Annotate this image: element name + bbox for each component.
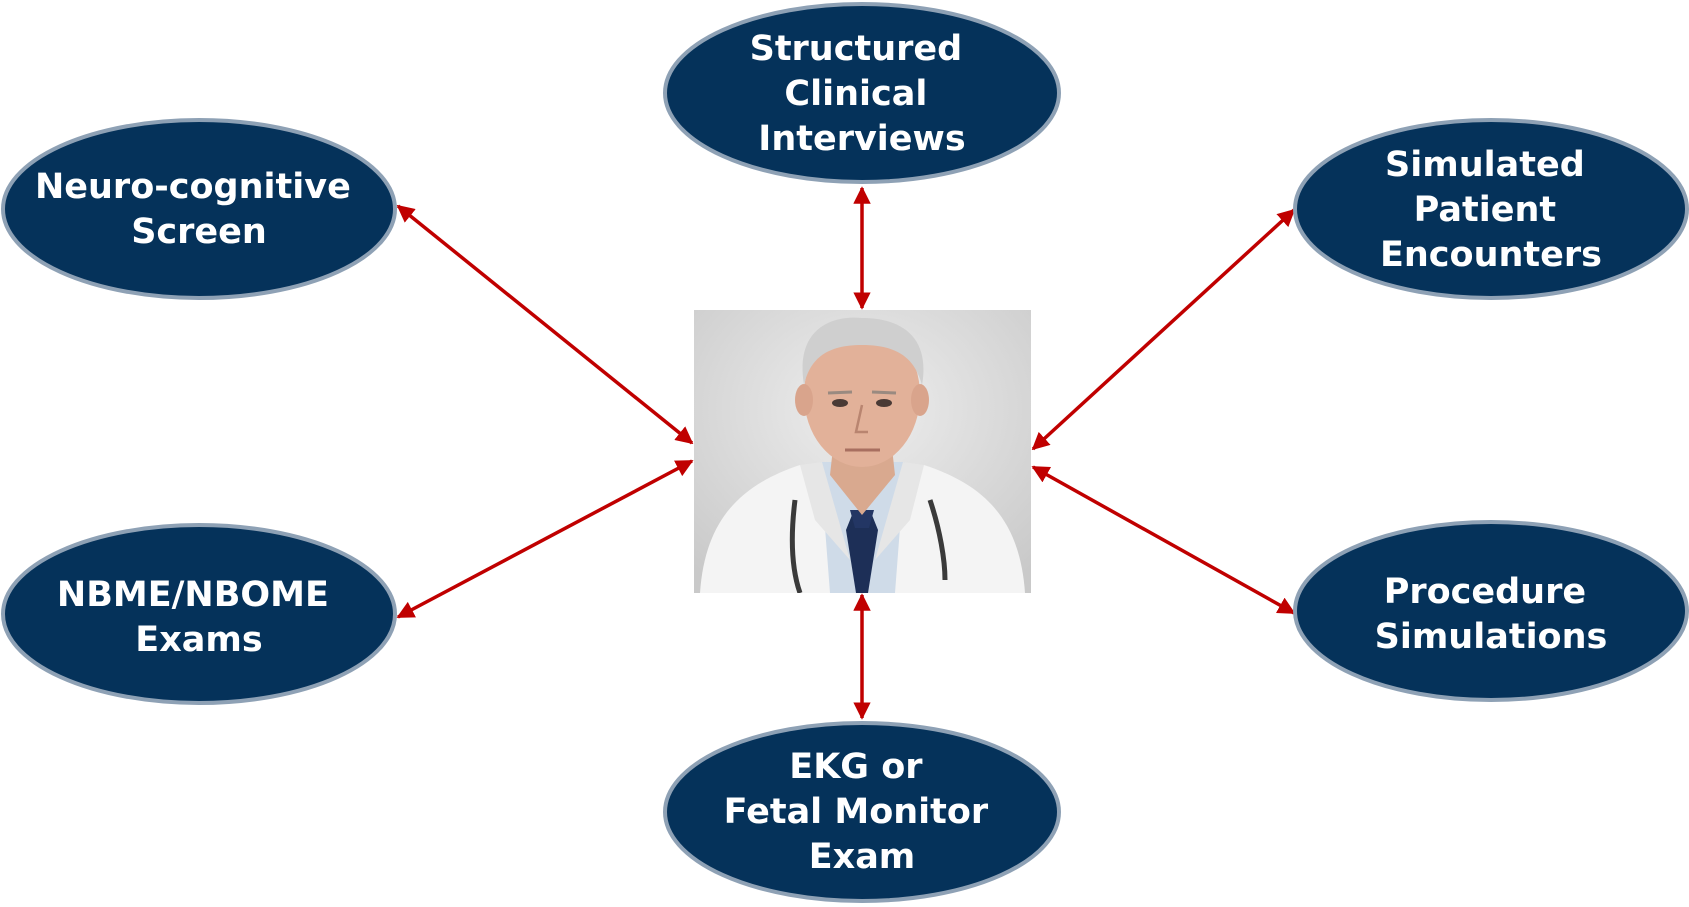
node-ellipse: [663, 2, 1061, 184]
doctor-photo: [694, 310, 1031, 593]
arrow-simulated-patient-encounters: [1031, 208, 1296, 451]
node-ekg-fetal-monitor-exam: EKG or Fetal Monitor Exam: [663, 721, 1061, 903]
svg-text:NBME/NBOME Exams: NBME/NBOME Exams: [57, 575, 341, 660]
node-label-line: Neuro-cognitive: [35, 167, 351, 207]
node-procedure-simulations: Procedure Simulations: [1293, 520, 1689, 702]
svg-text:Structured Clinical: Structured Clinical Interviews: [750, 29, 975, 159]
node-label-line: Encounters: [1380, 235, 1602, 275]
svg-text:EKG or Fetal Monitor: EKG or Fetal Monitor Exam: [724, 747, 1001, 877]
node-label-line: EKG or: [789, 747, 923, 787]
svg-text:Neuro-cognitive Screen: Neuro-cognitive Screen: [35, 167, 363, 252]
node-label-line: Exams: [135, 620, 262, 660]
arrow-nbme-nbome-exams: [396, 459, 694, 619]
node-ellipse: [1293, 118, 1689, 300]
node-label-line: NBME/NBOME: [57, 575, 329, 615]
node-label-line: Exam: [809, 837, 916, 877]
node-simulated-patient-encounters: Simulated Patient Encounters: [1293, 118, 1689, 300]
node-label-line: Simulated: [1385, 145, 1585, 185]
svg-text:Procedure Simulations: Procedure Simulations: [1375, 572, 1608, 657]
connector-arrows: [396, 186, 1296, 720]
node-nbme-nbome-exams: NBME/NBOME Exams: [1, 523, 397, 705]
svg-text:Simulated Patient: Simulated Patient Encounters: [1380, 145, 1602, 275]
node-label-line: Patient: [1414, 190, 1556, 230]
node-label-line: Procedure: [1384, 572, 1586, 612]
node-ellipse: [663, 721, 1061, 903]
node-label-line: Screen: [131, 212, 267, 252]
node-ellipse: [1, 118, 397, 300]
node-ellipse: [1, 523, 397, 705]
arrow-procedure-simulations: [1031, 465, 1296, 615]
node-neuro-cognitive-screen: Neuro-cognitive Screen: [1, 118, 397, 300]
arrow-neuro-cognitive-screen: [396, 204, 694, 445]
node-structured-clinical-interviews: Structured Clinical Interviews: [663, 2, 1061, 184]
node-label-line: Simulations: [1375, 617, 1608, 657]
node-label-line: Structured: [750, 29, 963, 69]
node-label-line: Interviews: [758, 119, 965, 159]
node-ellipse: [1293, 520, 1689, 702]
node-label-line: Fetal Monitor: [724, 792, 989, 832]
node-label-line: Clinical: [784, 74, 927, 114]
